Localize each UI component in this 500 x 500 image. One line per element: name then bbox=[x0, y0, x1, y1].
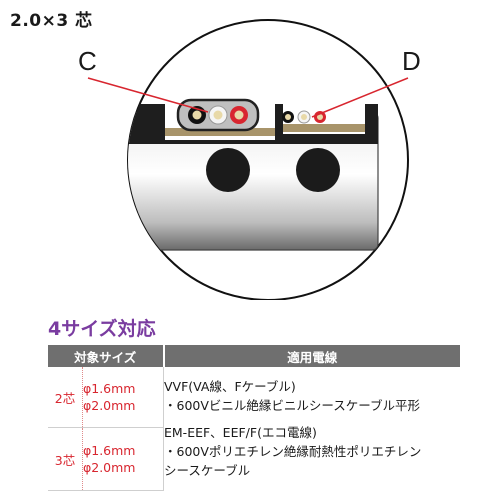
size-value: φ1.6mm bbox=[83, 381, 136, 396]
core-count: 2芯 bbox=[48, 367, 83, 428]
hole-right bbox=[296, 148, 340, 192]
tool-illustration: C D bbox=[78, 19, 421, 300]
size-value: φ2.0mm bbox=[83, 398, 136, 413]
label-d: D bbox=[402, 46, 421, 76]
table-row: 3芯 φ1.6mm φ2.0mm bbox=[48, 427, 460, 491]
wire-type: VVF(VA線、Fケーブル) bbox=[164, 379, 296, 395]
hole-left bbox=[206, 148, 250, 192]
page-title: 2.0×3 芯 bbox=[10, 11, 93, 31]
table-row: 2芯 φ1.6mm φ2.0mm VVF(VA線、Fケーブル) ・600Vビニル… bbox=[48, 367, 460, 478]
applicable-wire-cell: VVF(VA線、Fケーブル) ・600Vビニル絶縁ビニルシースケーブル平形 EM… bbox=[164, 367, 461, 491]
callout-line-d bbox=[311, 77, 409, 118]
section-heading: 4サイズ対応 bbox=[48, 318, 156, 340]
size-value: φ1.6mm bbox=[83, 443, 136, 458]
wire-desc: シースケーブル bbox=[164, 463, 251, 479]
header-target-size: 対象サイズ bbox=[48, 345, 165, 367]
wire-type: EM-EEF、EEF/F(エコ電線) bbox=[164, 425, 317, 441]
label-c: C bbox=[78, 46, 97, 76]
size-list: φ1.6mm φ2.0mm bbox=[82, 427, 164, 491]
wire-desc: ・600Vポリエチレン絶縁耐熱性ポリエチレン bbox=[164, 444, 422, 460]
size-list: φ1.6mm φ2.0mm bbox=[82, 367, 164, 428]
size-value: φ2.0mm bbox=[83, 460, 136, 475]
spec-table: 対象サイズ 適用電線 2芯 φ1.6mm φ2.0mm VVF(VA線、Fケーブ… bbox=[48, 345, 460, 491]
header-applicable-wire: 適用電線 bbox=[163, 345, 460, 367]
core-count: 3芯 bbox=[48, 427, 83, 491]
callout-line-c bbox=[87, 77, 209, 113]
wire-desc: ・600Vビニル絶縁ビニルシースケーブル平形 bbox=[164, 398, 421, 414]
